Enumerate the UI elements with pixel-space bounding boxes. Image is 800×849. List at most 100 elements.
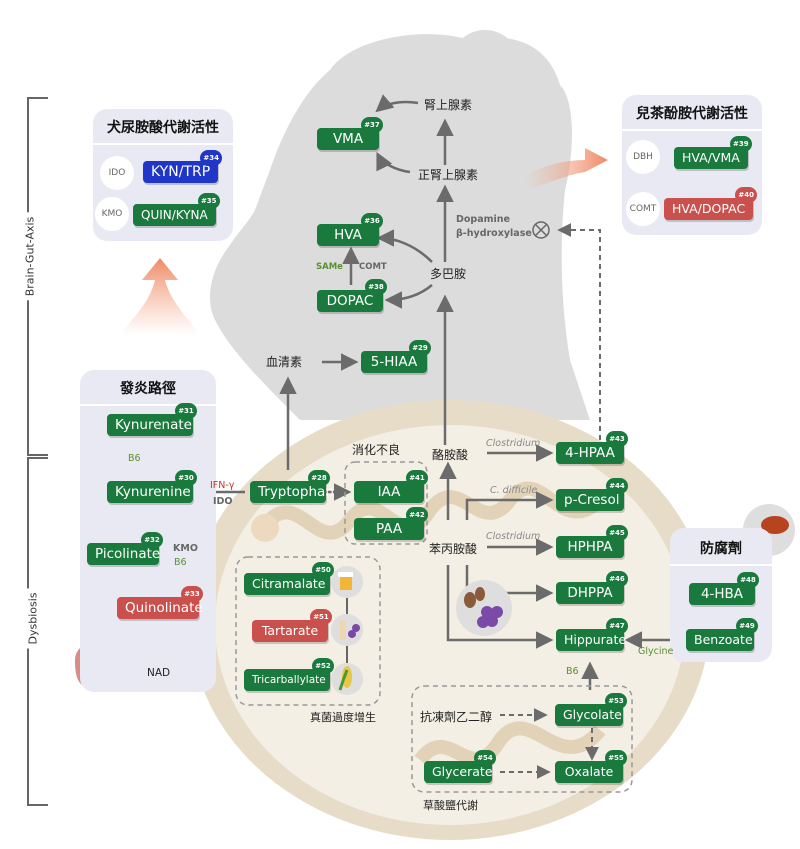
- node-number: #42: [406, 507, 428, 523]
- corn-icon: [331, 663, 363, 695]
- node-paa[interactable]: PAA#42: [354, 507, 428, 540]
- orange-right-arrow: [525, 148, 608, 190]
- node-number: #45: [606, 525, 628, 541]
- node-4-hpaa[interactable]: 4-HPAA#43: [556, 431, 628, 464]
- divider: [93, 143, 233, 145]
- node-kynurenine[interactable]: Kynurenine#30: [107, 470, 197, 503]
- node-number: #41: [406, 470, 428, 486]
- node-picolinate[interactable]: Picolinate#32: [87, 532, 163, 565]
- node-label: 4-HBA: [700, 586, 744, 602]
- node-number: #50: [312, 562, 334, 578]
- side-brackets: [27, 97, 48, 806]
- node-label: Oxalate: [564, 764, 614, 779]
- node-glycerate[interactable]: Glycerate#54: [424, 750, 496, 783]
- node-label: Picolinate: [95, 546, 161, 562]
- node-number: #37: [361, 117, 383, 133]
- node-tartarate[interactable]: Tartarate#51: [252, 609, 332, 642]
- node-quinolinate[interactable]: Quinolinate#33: [117, 586, 203, 619]
- marker-number: #34: [200, 150, 223, 166]
- enzyme-kmo: KMO: [95, 197, 129, 231]
- node-label: 4-HPAA: [565, 445, 615, 461]
- marker-number: #35: [197, 193, 220, 209]
- label-antifreeze: 抗凍劑乙二醇: [420, 710, 493, 724]
- enzyme-dbh: DBH: [626, 140, 660, 174]
- node-label: Tartarate: [261, 623, 319, 638]
- divider: [622, 129, 762, 131]
- panel-title: 犬尿胺酸代謝活性: [107, 120, 219, 136]
- node-number: #48: [737, 572, 759, 588]
- node-number: #33: [181, 586, 203, 602]
- node-hva[interactable]: HVA#36: [317, 213, 383, 246]
- label-ido: IDO: [213, 496, 233, 507]
- node-tricarballylate[interactable]: Tricarballylate#52: [244, 658, 334, 691]
- node-iaa[interactable]: IAA #41: [354, 470, 428, 503]
- label-glycine: Glycine: [638, 646, 674, 657]
- label-dbh-2: β-hydroxylase: [456, 228, 532, 239]
- label-serotonin: 血清素: [266, 355, 303, 369]
- node-label: Hippurate: [564, 632, 627, 647]
- marker-label: QUIN/KYNA: [141, 208, 208, 222]
- label-tyrosine: 酪胺酸: [432, 448, 469, 462]
- node-tryptophan[interactable]: Tryptophan#28: [250, 470, 334, 503]
- node-hippurate[interactable]: Hippurate#47: [556, 618, 628, 651]
- node-label: PAA: [375, 521, 403, 537]
- node-oxalate[interactable]: Oxalate#55: [555, 750, 627, 783]
- panel-title: 兒茶酚胺代謝活性: [636, 106, 748, 122]
- node-label: p-Cresol: [564, 492, 620, 508]
- node-label: Tricarballylate: [252, 674, 326, 686]
- coffee-grape-icon: [456, 580, 512, 636]
- marker-hva-dopac[interactable]: HVA/DOPAC #40: [664, 187, 758, 220]
- node-label: VMA: [332, 131, 364, 147]
- node-label: IAA: [377, 484, 401, 500]
- node-number: #43: [606, 431, 628, 447]
- node-citramalate[interactable]: Citramalate#50: [244, 562, 334, 595]
- node-4-hba[interactable]: 4-HBA#48: [689, 572, 759, 605]
- enzyme-ido: IDO: [100, 156, 134, 190]
- node-number: #52: [312, 658, 334, 674]
- node-dopac[interactable]: DOPAC#38: [317, 279, 387, 312]
- label-kmo: KMO: [173, 543, 198, 554]
- node-label: Glycolate: [563, 707, 622, 722]
- node-p-cresol[interactable]: p-Cresol#44: [556, 478, 628, 511]
- node-number: #36: [361, 213, 383, 229]
- node-label: HPHPA: [567, 539, 613, 555]
- node-5-hiaa[interactable]: 5-HIAA#29: [361, 340, 431, 373]
- label-ifn-gamma: IFN-γ: [210, 480, 235, 491]
- group-boxes: [235, 461, 633, 793]
- node-label: Benzoate: [694, 632, 753, 647]
- node-number: #30: [175, 470, 197, 486]
- node-label: Glycerate: [432, 764, 493, 779]
- panel-title: 防腐劑: [700, 541, 742, 557]
- marker-hva-vma[interactable]: HVA/VMA #39: [674, 136, 752, 169]
- node-number: #49: [736, 618, 758, 634]
- orange-up-arrow: [120, 258, 200, 335]
- node-number: #46: [606, 571, 628, 587]
- node-label: HVA: [334, 227, 362, 243]
- enzyme-comt: COMT: [626, 192, 660, 226]
- marker-quin-kyna[interactable]: QUIN/KYNA #35: [133, 193, 220, 226]
- node-label: Citramalate: [252, 576, 326, 591]
- node-label: Kynurenate: [115, 417, 192, 433]
- node-label: 5-HIAA: [370, 354, 418, 370]
- marker-kyn-trp[interactable]: KYN/TRP #34: [143, 150, 223, 183]
- node-hphpa[interactable]: HPHPA#45: [556, 525, 628, 558]
- node-number: #53: [605, 693, 627, 709]
- node-number: #28: [308, 470, 330, 486]
- label-oxalate-metabolism: 草酸鹽代謝: [423, 799, 478, 812]
- node-vma[interactable]: VMA#37: [317, 117, 383, 150]
- kynurenine-activity-panel: 犬尿胺酸代謝活性 IDO KYN/TRP #34 KMO QUIN/KYNA #…: [93, 109, 233, 241]
- node-glycolate[interactable]: Glycolate#53: [555, 693, 627, 726]
- node-dhppa[interactable]: DHPPA#46: [556, 571, 628, 604]
- label-phenylalanine: 苯丙胺酸: [429, 542, 478, 556]
- divider: [670, 564, 772, 566]
- marker-number: #39: [729, 136, 752, 152]
- label-epinephrine: 腎上腺素: [424, 98, 473, 112]
- inhibit-icon: [532, 221, 550, 239]
- label-comt: COMT: [359, 262, 387, 272]
- panel-title: 發炎路徑: [120, 381, 176, 397]
- node-number: #32: [141, 532, 163, 548]
- node-benzoate[interactable]: Benzoate#49: [686, 618, 758, 651]
- node-kynurenate[interactable]: Kynurenate#31: [107, 403, 197, 436]
- node-label: Quinolinate: [125, 600, 203, 616]
